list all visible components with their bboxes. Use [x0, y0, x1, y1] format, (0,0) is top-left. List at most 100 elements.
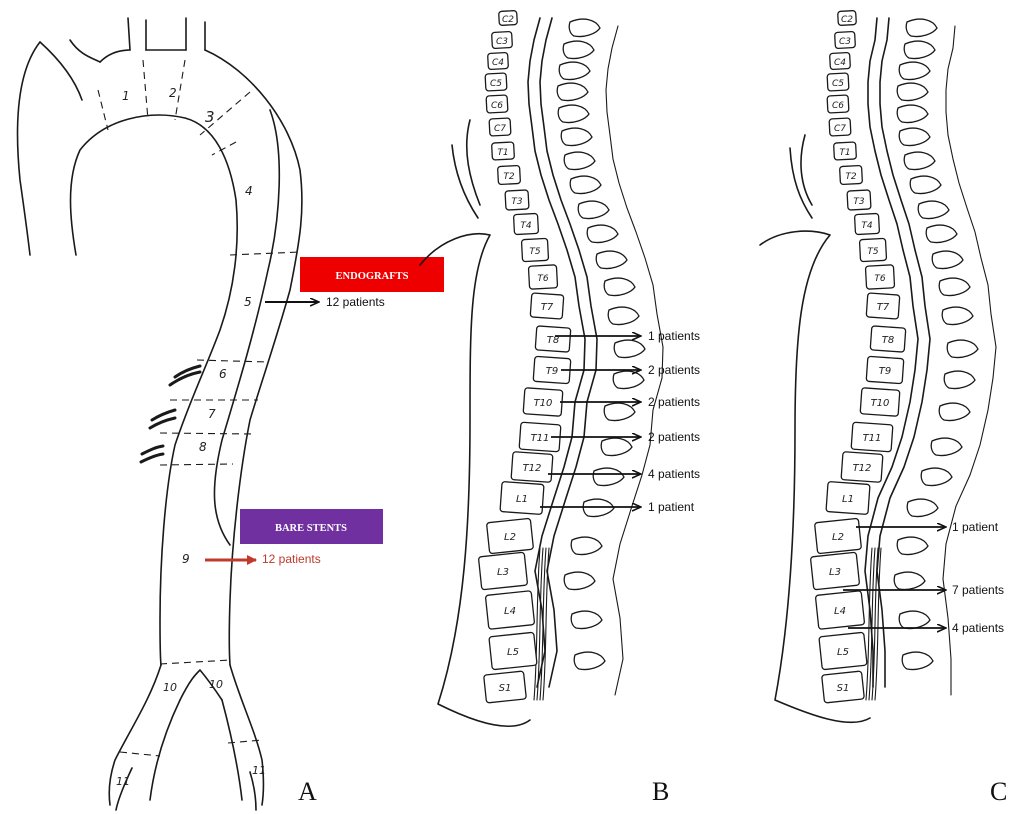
vertebra-label: T3 [511, 197, 522, 207]
endografts-count: 12 patients [326, 295, 385, 309]
vertebra-l4: L4 [485, 591, 534, 630]
vertebra-label: C5 [490, 79, 502, 89]
spinous-process [899, 611, 930, 628]
vertebra-label: T3 [853, 197, 864, 207]
vertebra-s1: S1 [822, 671, 865, 703]
vertebra-label: L5 [837, 647, 849, 658]
spinous-process [904, 41, 935, 58]
zone-label: 11 [116, 775, 130, 788]
vertebra-l1: L1 [500, 482, 544, 515]
vertebra-l3: L3 [810, 552, 859, 590]
zone-label: 7 [208, 407, 216, 421]
vertebra-t3: T3 [505, 190, 529, 210]
vertebra-label: S1 [837, 683, 850, 694]
vertebra-label: C6 [832, 101, 844, 111]
vertebra-t9: T9 [866, 356, 904, 383]
spinous-process [897, 537, 928, 554]
spinous-process [601, 438, 632, 455]
vertebra-t5: T5 [859, 238, 886, 261]
vertebra-c4: C4 [488, 52, 509, 69]
vertebra-t4: T4 [513, 213, 538, 234]
spinous-process [897, 83, 928, 100]
vertebra-label: C2 [502, 15, 514, 25]
vertebra-t8: T8 [870, 326, 906, 352]
nerve-root [869, 548, 875, 700]
spinous-process [931, 438, 962, 455]
vertebra-label: T9 [546, 366, 558, 377]
vertebra-t8: T8 [535, 326, 571, 352]
spinous-process [561, 128, 592, 145]
vertebra-label: C3 [496, 37, 508, 47]
spinous-process [939, 403, 970, 420]
spinous-process [932, 251, 963, 268]
spinous-process [899, 62, 930, 79]
vertebra-t2: T2 [840, 165, 863, 184]
spinous-process [571, 537, 602, 554]
vertebra-t1: T1 [834, 142, 857, 160]
vertebra-label: T2 [845, 172, 856, 182]
spinous-process [571, 611, 602, 628]
vertebra-t11: T11 [851, 422, 893, 452]
vertebra-l2: L2 [487, 518, 534, 553]
spinous-process [910, 176, 941, 193]
annotation-count: 2 patients [648, 363, 700, 377]
spinous-process [921, 468, 952, 485]
vertebra-label: C5 [832, 79, 844, 89]
panel-letter-b: B [652, 777, 669, 806]
vertebra-c4: C4 [830, 52, 851, 69]
spinous-process [564, 572, 595, 589]
vertebra-label: C7 [494, 124, 506, 134]
nerve-root [540, 548, 546, 700]
annotation-count: 7 patients [952, 583, 1004, 597]
panel-letter-c: C [990, 777, 1007, 806]
zone-label: 8 [199, 440, 207, 454]
spinous-process [578, 201, 609, 218]
bare-stents-tag-label: BARE STENTS [275, 523, 347, 534]
spinous-process [947, 340, 978, 357]
vertebra-label: L3 [829, 567, 841, 578]
spinous-process [558, 105, 589, 122]
vertebra-label: L5 [507, 647, 519, 658]
spinous-process [902, 652, 933, 669]
vertebra-t7: T7 [866, 293, 900, 319]
zone-label: 11 [252, 764, 266, 777]
annotation-t12: 1 patient [540, 500, 695, 514]
vertebra-label: C4 [492, 58, 504, 68]
spinous-process [604, 278, 635, 295]
vertebra-label: T8 [882, 335, 894, 346]
nerve-root [537, 548, 543, 700]
vertebra-label: L4 [504, 606, 516, 617]
vertebra-label: C2 [841, 15, 853, 25]
spinous-process [899, 128, 930, 145]
vertebra-label: T12 [523, 463, 542, 474]
panel-letter-a: A [298, 777, 317, 806]
vertebra-t10: T10 [860, 388, 900, 417]
vertebra-t12: T12 [841, 452, 883, 483]
bare-stents-count: 12 patients [262, 552, 321, 566]
vertebra-label: T7 [541, 302, 554, 313]
vertebra-label: T2 [503, 172, 514, 182]
vertebra-c3: C3 [492, 31, 513, 48]
zone-label: 2 [169, 86, 177, 100]
vertebra-t2: T2 [498, 165, 521, 184]
annotation-count: 2 patients [648, 430, 700, 444]
nerve-root [543, 548, 549, 700]
vertebra-l4: L4 [815, 591, 864, 630]
annotation-count: 4 patients [952, 621, 1004, 635]
vertebra-l1: L1 [826, 482, 870, 515]
vertebra-t4: T4 [854, 213, 879, 234]
vertebra-c7: C7 [829, 118, 851, 136]
vertebra-c2: C2 [838, 11, 857, 26]
vertebra-c2: C2 [499, 11, 518, 26]
spinous-process [557, 83, 588, 100]
spinous-process [926, 225, 957, 242]
annotation-count: 1 patient [952, 520, 999, 534]
spinous-process [939, 278, 970, 295]
vertebra-l5: L5 [819, 632, 867, 670]
vertebra-label: T4 [520, 221, 531, 231]
vertebra-t10: T10 [523, 388, 563, 417]
endografts-tag-label: ENDOGRAFTS [336, 271, 409, 282]
annotation-count: 2 patients [648, 395, 700, 409]
vertebra-label: T11 [531, 433, 550, 444]
